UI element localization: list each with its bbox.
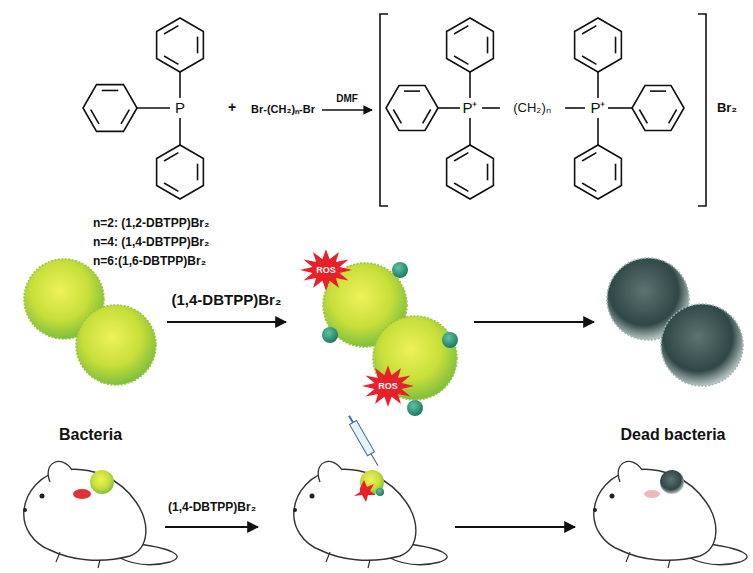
compound-label: n=4: (1,4-DBTPP)Br₂ <box>92 236 210 249</box>
double-bond <box>639 110 647 124</box>
phenyl-ring <box>575 145 622 199</box>
double-bond <box>164 26 178 34</box>
drug-particle <box>392 262 408 278</box>
reaction-arrow <box>322 109 372 111</box>
double-bond <box>91 110 99 124</box>
formula-text: P⁺ <box>589 100 606 117</box>
double-bond <box>423 110 431 124</box>
drug-particle <box>407 400 423 416</box>
double-bond <box>197 37 199 54</box>
bacterium <box>661 304 743 386</box>
phenyl-ring <box>575 18 622 72</box>
mouse <box>23 461 177 568</box>
mouse <box>593 461 747 568</box>
phenyl-ring <box>83 85 137 132</box>
formula-text: P⁺ <box>461 100 478 117</box>
mouse-illustrations <box>23 416 747 568</box>
double-bond <box>164 56 178 64</box>
process-arrow <box>474 321 594 323</box>
phenyl-ring <box>157 145 204 199</box>
double-bond <box>404 90 420 92</box>
bacterium <box>373 316 457 400</box>
double-bond <box>487 37 489 54</box>
bracket <box>380 14 388 206</box>
drug-particle <box>322 327 338 343</box>
double-bond <box>582 56 596 64</box>
double-bond <box>487 164 489 181</box>
compound-label: n=6:(1,6-DBTPP)Br₂ <box>92 255 207 268</box>
double-bond <box>650 90 666 92</box>
syringe <box>349 416 378 466</box>
double-bond <box>393 110 401 124</box>
double-bond <box>582 153 596 161</box>
double-bond <box>454 153 468 161</box>
phenyl-ring <box>632 85 684 130</box>
bond <box>597 72 599 98</box>
chemical-structures <box>83 14 706 206</box>
bond <box>179 72 181 98</box>
double-bond <box>454 183 468 191</box>
double-bond <box>615 37 617 54</box>
phenyl-ring <box>386 85 438 130</box>
formula-text: Br₂ <box>716 101 738 115</box>
group-label: Dead bacteria <box>621 426 726 444</box>
formula-text: Br-(CH₂)ₙ-Br <box>250 103 316 115</box>
dead-bacteria-group: Dead bacteria <box>598 255 748 447</box>
phenyl-ring <box>157 18 204 72</box>
bond <box>179 118 181 145</box>
bond <box>137 107 170 109</box>
bond <box>608 107 632 109</box>
double-bond <box>669 110 677 124</box>
process-arrow <box>165 526 258 528</box>
process-arrow <box>455 526 575 528</box>
double-bond <box>582 26 596 34</box>
formula-text: (CH₂)ₙ <box>512 101 551 115</box>
double-bond <box>164 183 178 191</box>
double-bond <box>454 56 468 64</box>
double-bond <box>582 183 596 191</box>
drug-particle <box>442 332 458 348</box>
bond <box>565 107 585 109</box>
ros-burst <box>300 249 352 291</box>
double-bond <box>164 153 178 161</box>
formula-text: P <box>174 100 186 117</box>
ros-burst <box>362 365 414 407</box>
double-bond <box>197 164 199 181</box>
double-bond <box>615 164 617 181</box>
ros-label: ROS <box>378 381 398 391</box>
double-bond <box>102 90 119 92</box>
process-arrow <box>167 321 286 323</box>
formula-text: + <box>227 100 237 115</box>
bond <box>597 118 599 145</box>
cell-drawing <box>598 255 748 447</box>
bond <box>482 107 500 109</box>
cell-drawing <box>18 255 163 447</box>
bracket <box>698 14 706 206</box>
bond <box>469 118 471 145</box>
ros-label: ROS <box>316 265 336 275</box>
bacterium <box>76 305 156 385</box>
phenyl-ring <box>447 145 494 199</box>
compound-label: n=2: (1,2-DBTPP)Br₂ <box>92 217 210 230</box>
formula-text: DMF <box>335 93 359 104</box>
bacteria-group: Bacteria <box>18 255 163 447</box>
double-bond <box>121 110 129 124</box>
arrow-label: (1,4-DBTPP)Br₂ <box>167 501 257 514</box>
mouse <box>293 416 447 568</box>
edge-label: (1,4-DBTPP)Br₂ <box>170 292 282 309</box>
treated-bacteria-group: ROS ROS <box>290 240 470 420</box>
phenyl-ring <box>447 18 494 72</box>
bond <box>438 107 460 109</box>
group-label: Bacteria <box>59 426 122 444</box>
double-bond <box>454 26 468 34</box>
bond <box>469 72 471 98</box>
